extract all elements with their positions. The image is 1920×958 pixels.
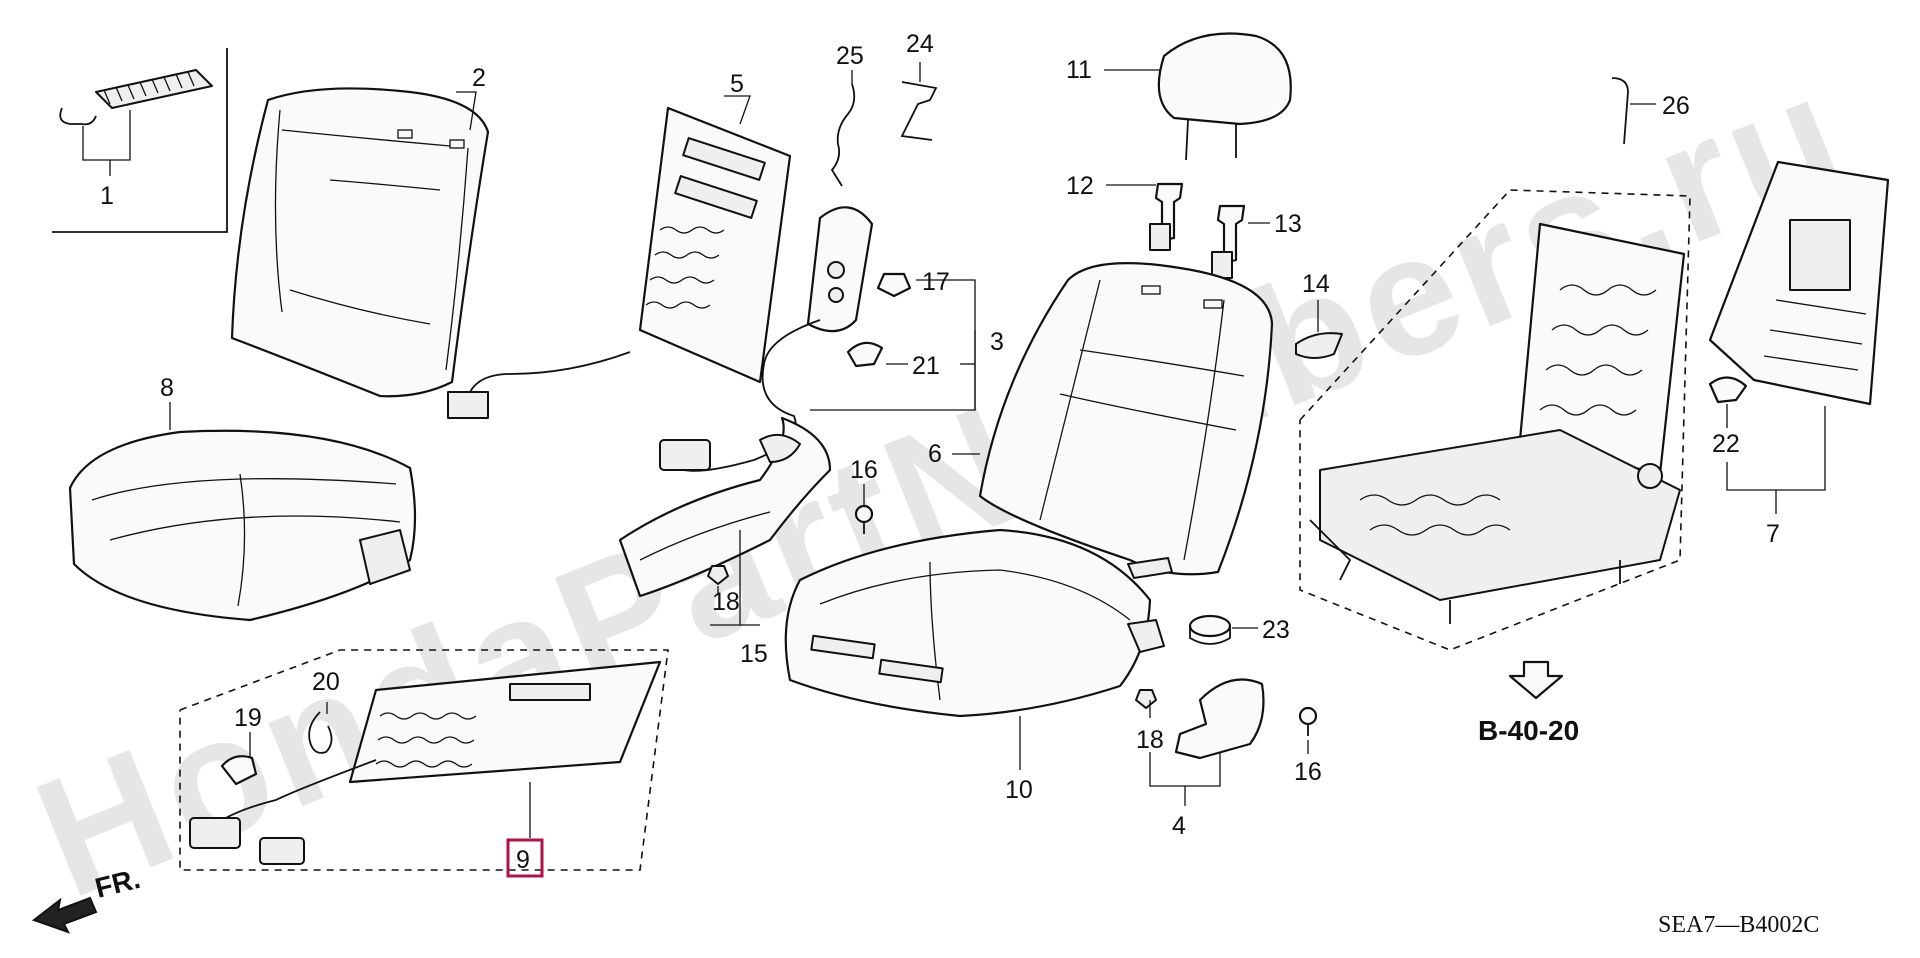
part-11-headrest[interactable] bbox=[1157, 32, 1292, 161]
seat-frame-assembly[interactable] bbox=[1299, 189, 1691, 651]
callout-26: 26 bbox=[1662, 92, 1690, 120]
part-23-grommet[interactable] bbox=[1188, 614, 1232, 645]
reference-arrow-icon bbox=[1508, 660, 1564, 700]
callout-10: 10 bbox=[1005, 776, 1033, 804]
part-7-back-panel[interactable] bbox=[1708, 160, 1890, 406]
callout-23: 23 bbox=[1262, 616, 1290, 644]
part-8-cushion-cover[interactable] bbox=[68, 429, 417, 622]
part-21-clip[interactable] bbox=[846, 341, 884, 368]
callout-21: 21 bbox=[912, 352, 940, 380]
callout-16-upper: 16 bbox=[850, 456, 878, 484]
part-5-back-heater[interactable] bbox=[447, 106, 792, 419]
part-20-clip[interactable] bbox=[308, 711, 333, 754]
callout-2: 2 bbox=[472, 64, 486, 92]
callout-15: 15 bbox=[740, 640, 768, 668]
callout-20: 20 bbox=[312, 668, 340, 696]
part-15-side-trim[interactable] bbox=[618, 416, 832, 598]
callout-16-lower: 16 bbox=[1294, 758, 1322, 786]
callout-6: 6 bbox=[928, 440, 942, 468]
part-25-wire[interactable] bbox=[830, 83, 856, 187]
callout-5: 5 bbox=[730, 70, 744, 98]
part-19-clip[interactable] bbox=[220, 755, 258, 786]
part-3-side-airbag[interactable] bbox=[659, 206, 874, 472]
callout-3: 3 bbox=[990, 328, 1004, 356]
part-14-knob[interactable] bbox=[1295, 332, 1343, 359]
part-12-guide[interactable] bbox=[1149, 182, 1184, 251]
callout-25: 25 bbox=[836, 42, 864, 70]
callout-11: 11 bbox=[1066, 56, 1092, 84]
part-13-guide[interactable] bbox=[1211, 204, 1246, 279]
part-4-lower-trim[interactable] bbox=[1135, 678, 1265, 760]
part-10-cushion-pad[interactable] bbox=[784, 528, 1165, 718]
part-22-clip[interactable] bbox=[1708, 376, 1748, 404]
callout-14: 14 bbox=[1302, 270, 1330, 298]
callout-9[interactable]: 9 bbox=[516, 846, 530, 874]
callout-12: 12 bbox=[1066, 172, 1094, 200]
callout-22: 22 bbox=[1712, 430, 1740, 458]
front-arrow-icon bbox=[31, 896, 98, 934]
part-26-rod[interactable] bbox=[1611, 77, 1629, 145]
callout-18-lower: 18 bbox=[1136, 726, 1164, 754]
callout-19: 19 bbox=[234, 704, 262, 732]
callout-1: 1 bbox=[100, 182, 114, 210]
part-24-wire[interactable] bbox=[900, 81, 938, 141]
callout-4: 4 bbox=[1172, 812, 1186, 840]
callout-13: 13 bbox=[1274, 210, 1302, 238]
part-18-clip-upper[interactable] bbox=[707, 565, 729, 585]
part-1-clips[interactable] bbox=[52, 48, 228, 233]
highlight-box bbox=[506, 838, 544, 878]
callout-18-upper: 18 bbox=[712, 588, 740, 616]
callout-24: 24 bbox=[906, 30, 934, 58]
diagram-code: SEA7—B4002C bbox=[1658, 912, 1819, 938]
part-9-cushion-heater[interactable] bbox=[179, 649, 669, 871]
callout-8: 8 bbox=[160, 374, 174, 402]
callout-7: 7 bbox=[1766, 520, 1780, 548]
callout-17: 17 bbox=[922, 268, 950, 296]
part-2-seat-back-cover[interactable] bbox=[230, 87, 490, 398]
part-16-screw-lower[interactable] bbox=[1298, 706, 1318, 736]
part-17-nut[interactable] bbox=[876, 272, 912, 298]
part-6-seat-back-pad[interactable] bbox=[978, 262, 1274, 579]
reference-label[interactable]: B-40-20 bbox=[1478, 715, 1579, 746]
